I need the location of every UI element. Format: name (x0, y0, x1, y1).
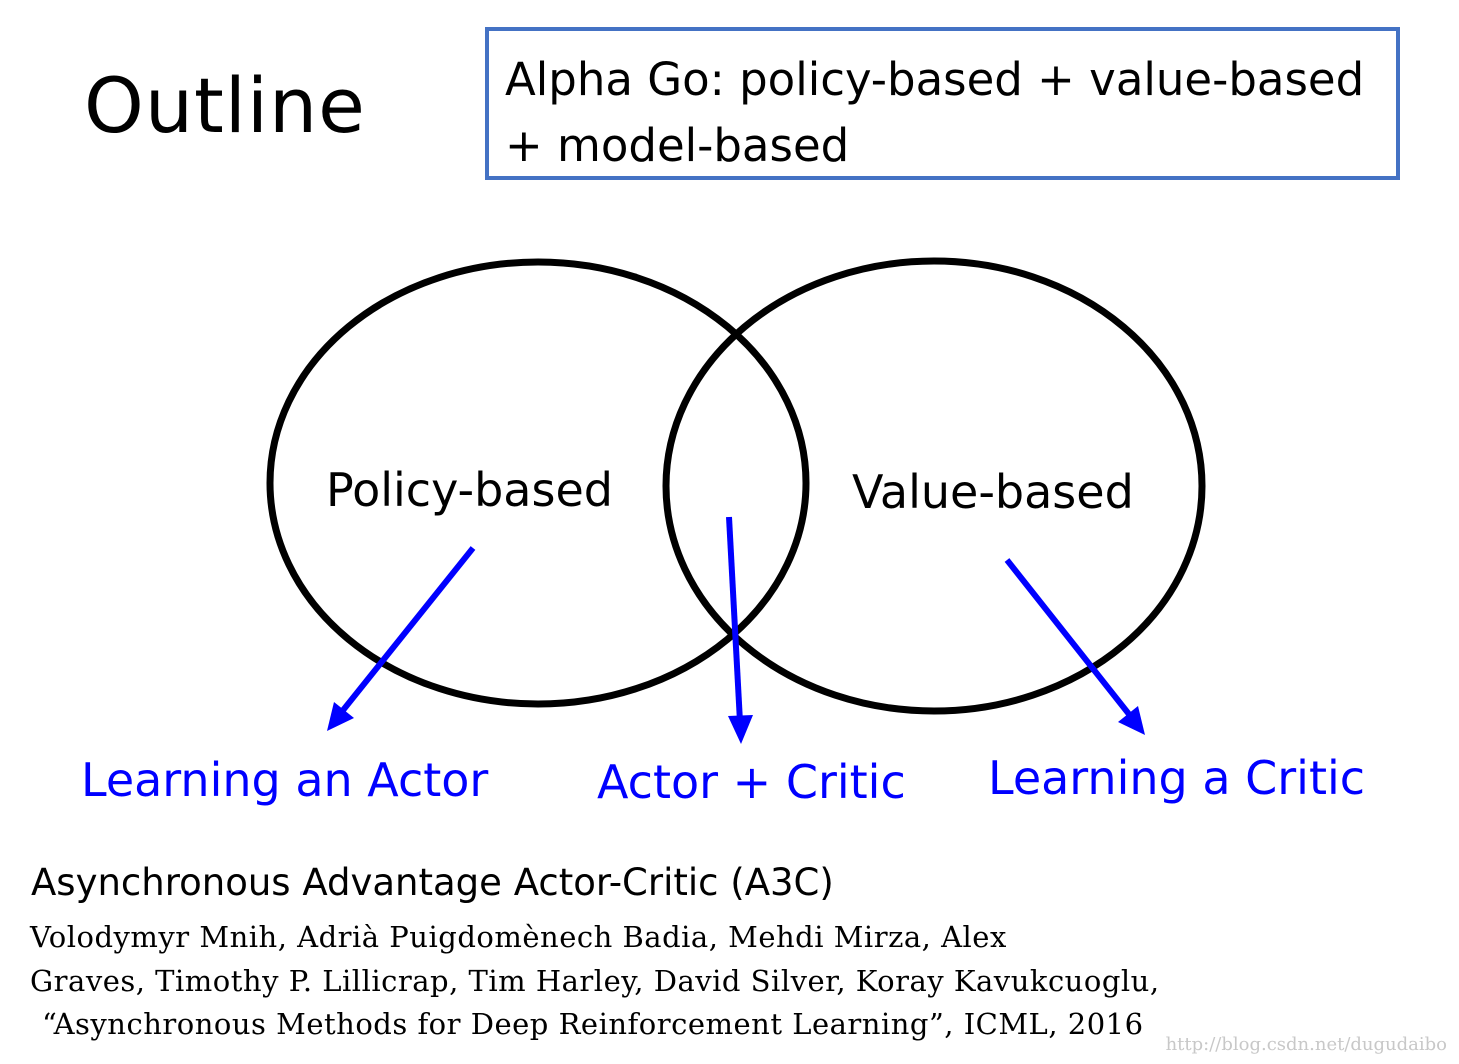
alphago-callout-box: Alpha Go: policy-based + value-based + m… (485, 27, 1400, 180)
reference-authors-line-1: Volodymyr Mnih, Adrià Puigdomènech Badia… (30, 920, 1007, 954)
arrow-to-critic (1004, 558, 1145, 735)
learning-a-critic-label: Learning a Critic (988, 751, 1366, 805)
policy-based-circle (266, 258, 810, 708)
value-based-circle (662, 257, 1206, 715)
callout-line-1: Alpha Go: policy-based + value-based (505, 53, 1365, 106)
actor-critic-label: Actor + Critic (597, 755, 906, 809)
arrow-to-actor-critic (726, 516, 753, 744)
arrow-to-actor (327, 546, 476, 731)
learning-an-actor-label: Learning an Actor (81, 753, 489, 807)
callout-line-2: + model-based (505, 119, 850, 172)
value-based-label: Value-based (852, 465, 1134, 519)
watermark: http://blog.csdn.net/dugudaibo (1165, 1034, 1447, 1055)
reference-citation-line: “Asynchronous Methods for Deep Reinforce… (42, 1007, 1144, 1041)
slide-title: Outline (84, 61, 366, 150)
reference-authors-line-2: Graves, Timothy P. Lillicrap, Tim Harley… (30, 964, 1160, 998)
policy-based-label: Policy-based (326, 463, 613, 517)
reference-title: Asynchronous Advantage Actor-Critic (A3C… (31, 861, 834, 904)
